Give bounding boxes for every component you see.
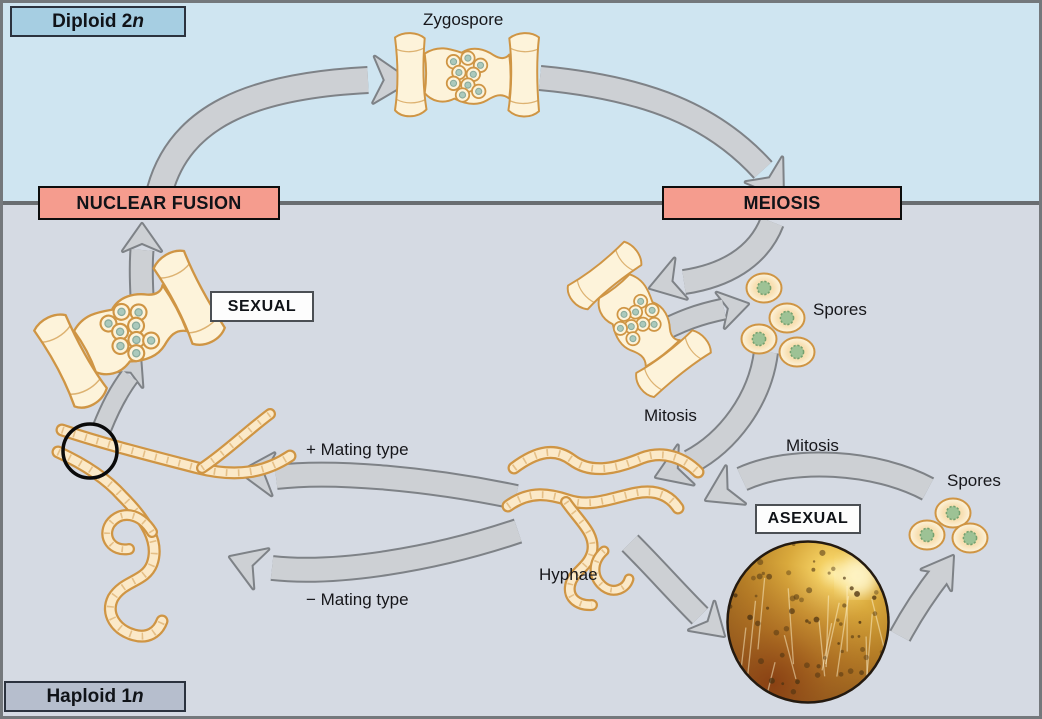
diploid-label: Diploid 2 [52,10,133,32]
haploid-label-italic-n: n [131,685,144,707]
sexual-label: SEXUAL [227,297,297,315]
flow-arrow [146,54,412,195]
mitosis-asexual-label: Mitosis [786,436,839,455]
zygospore-label: Zygospore [423,10,504,29]
nuclear-fusion-box: NUCLEAR FUSION [38,186,280,220]
asexual-cycle-box: ASEXUAL [755,504,861,534]
flow-arrow [621,534,726,638]
flow-arrow [121,222,163,297]
haploid-label: Haploid 1 [46,685,132,707]
flow-arrow [648,216,785,301]
flow-arrow [704,451,935,506]
nuclear-fusion-label: NUCLEAR FUSION [76,192,242,213]
sexual-cycle-box: SEXUAL [210,291,314,322]
minus-mating-type-label: − Mating type [306,590,409,609]
fusion-site-circle [61,422,119,480]
hyphae-illustration [501,445,705,612]
spores-asexual-label: Spores [947,471,1001,490]
plus-mating-type-label: + Mating type [306,440,409,459]
hyphae-label: Hyphae [539,565,598,584]
mitosis-sexual-label: Mitosis [644,406,697,425]
flow-arrow [228,518,523,591]
hyphae-mating-types-illustration [51,408,297,643]
spores-after-meiosis-label: Spores [813,300,867,319]
meiosis-label: MEIOSIS [743,192,821,213]
asexual-label: ASEXUAL [767,510,849,527]
sporangia-photo [726,540,890,704]
meiosis-box: MEIOSIS [662,186,902,220]
diploid-label-italic-n: n [132,10,144,32]
ploidy-divider-line [0,201,1042,205]
flow-arrow [889,554,955,642]
